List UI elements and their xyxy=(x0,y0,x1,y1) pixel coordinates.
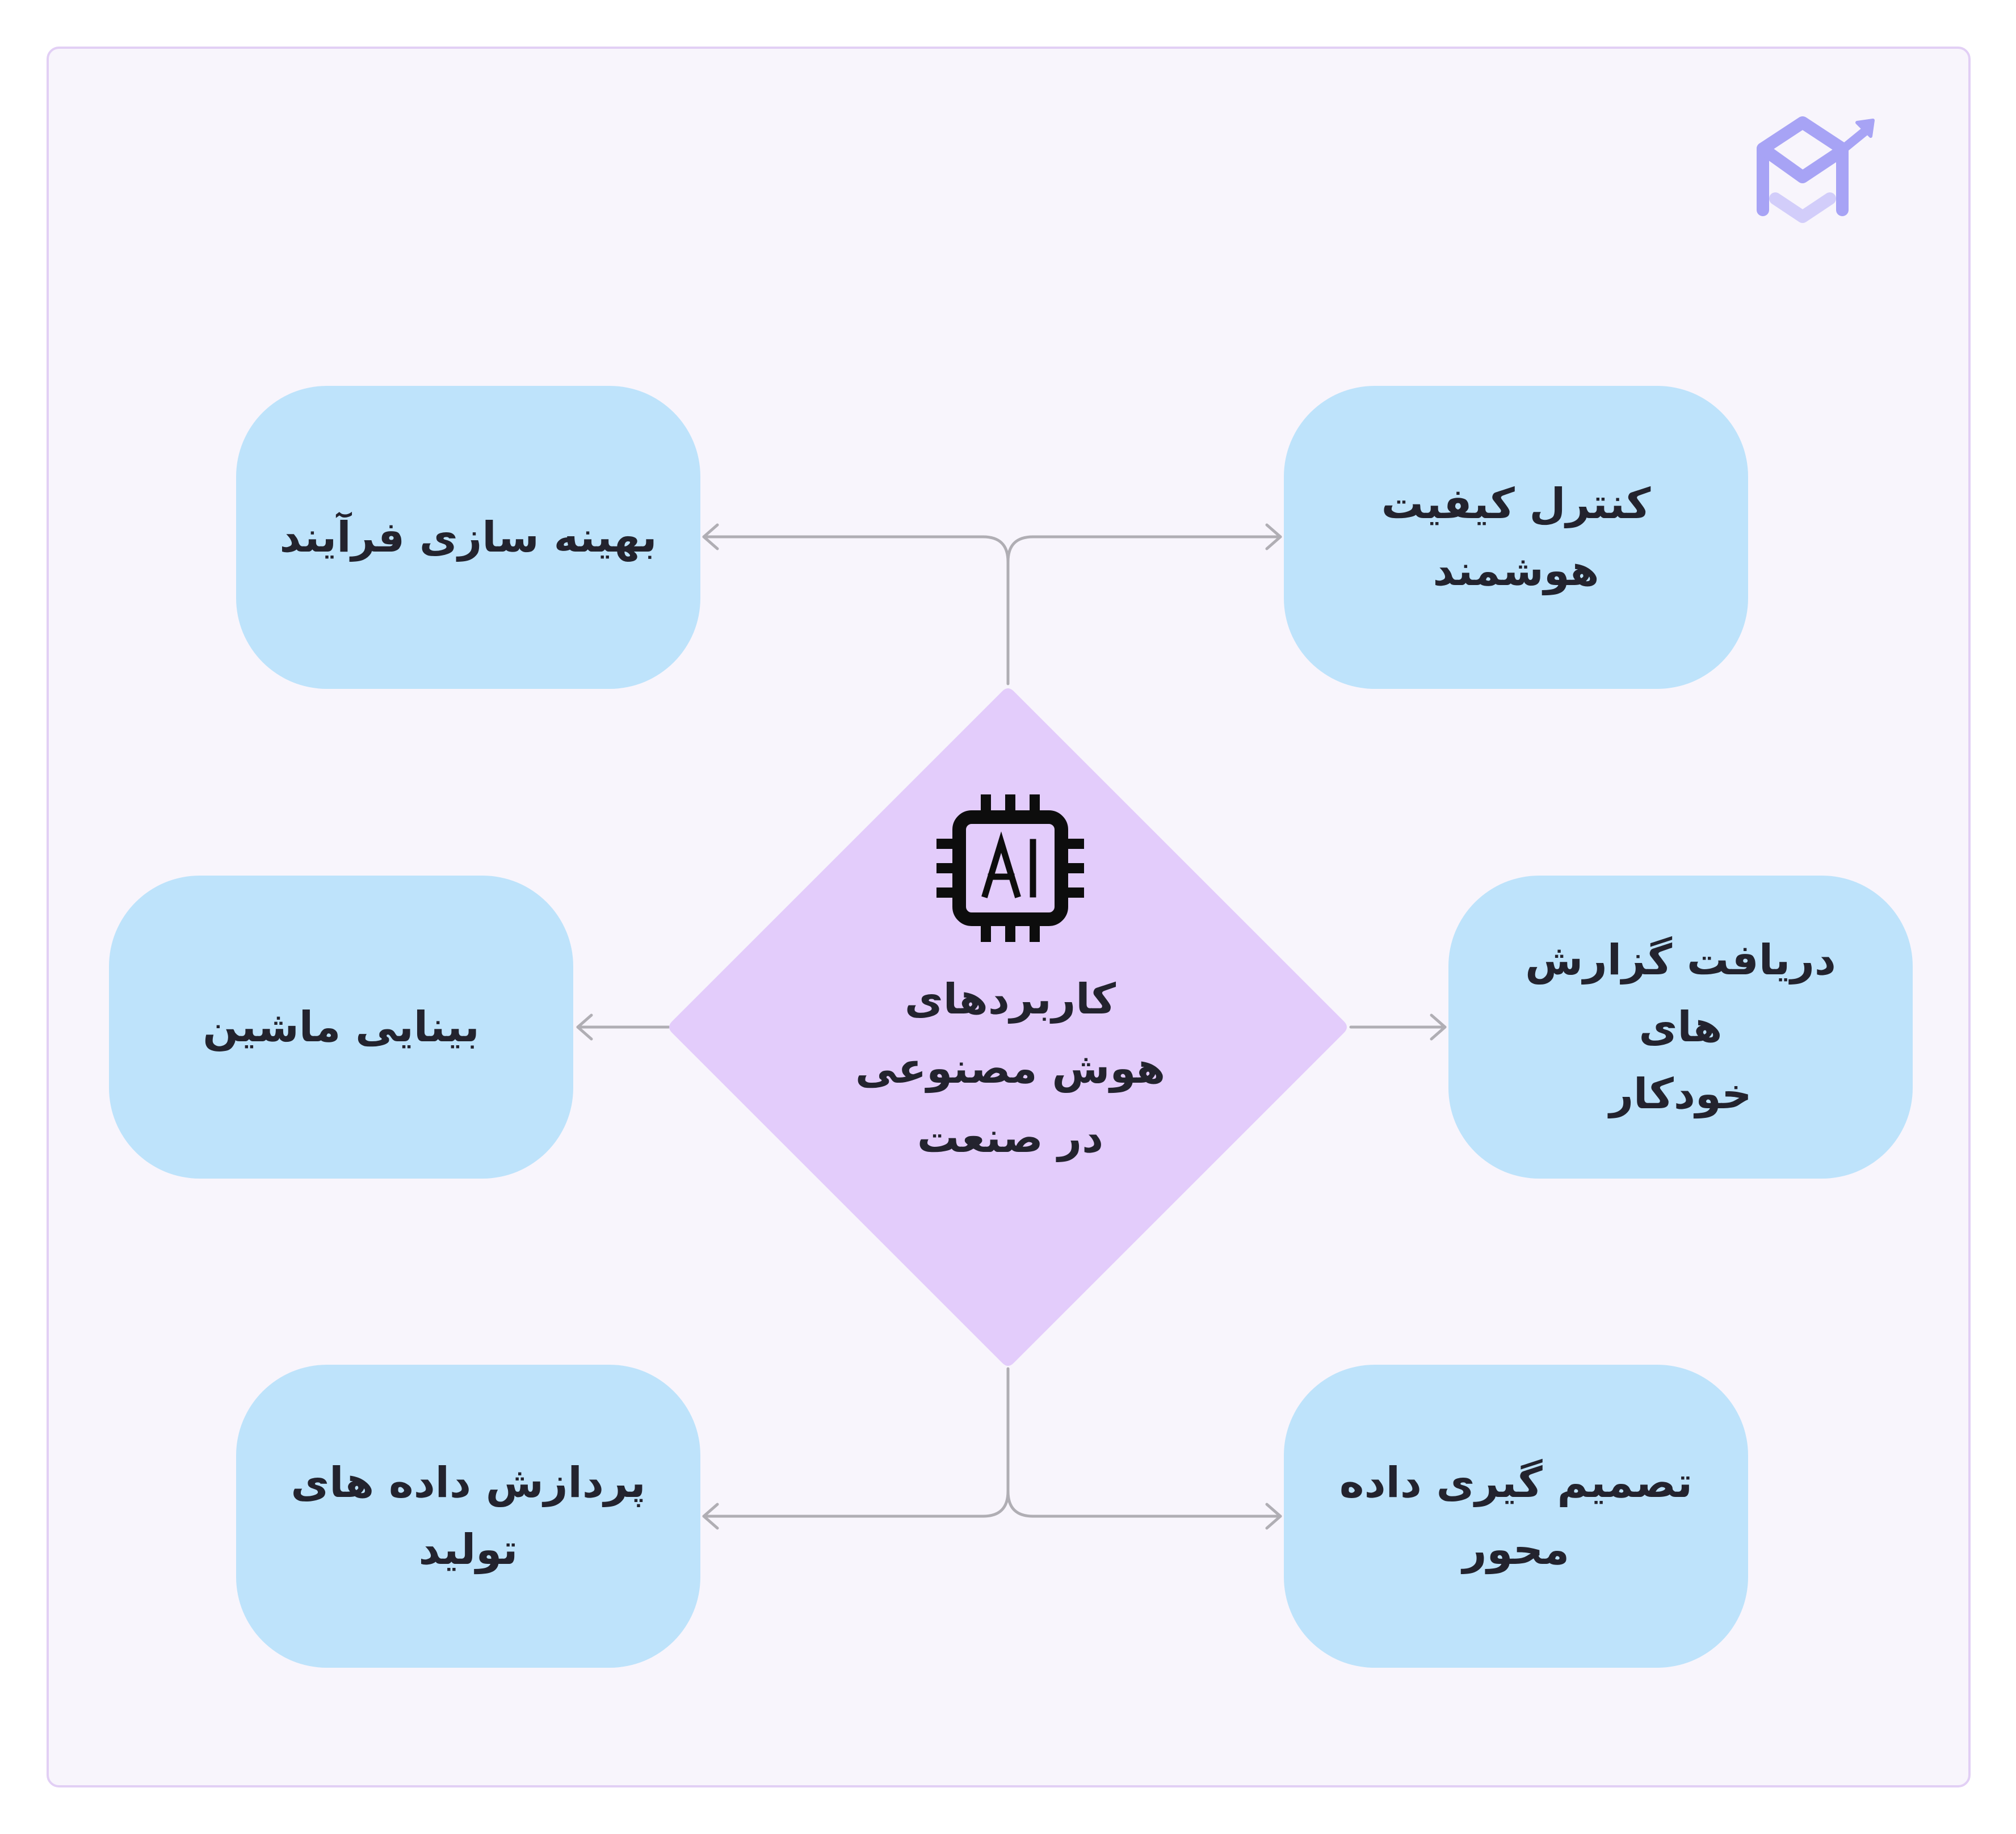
connector-top-left xyxy=(702,535,1010,685)
node-automated-reports: دریافت گزارش های خودکار xyxy=(1448,876,1913,1179)
connector-bottom-right xyxy=(1006,1490,1282,1518)
node-machine-vision: بینایی ماشین xyxy=(109,876,573,1179)
node-data-driven-decisions: تصمیم گیری داده محور xyxy=(1284,1365,1748,1668)
ai-chip-icon xyxy=(936,794,1084,942)
node-label: تصمیم گیری داده محور xyxy=(1339,1458,1693,1574)
node-label: کنترل کیفیت هوشمند xyxy=(1381,479,1651,595)
connector-bottom-left xyxy=(702,1367,1010,1518)
connector-top-right xyxy=(1006,535,1282,563)
node-label: دریافت گزارش های خودکار xyxy=(1525,936,1836,1118)
center-label: کاربردهای هوش مصنوعی در صنعت xyxy=(855,975,1166,1162)
node-label: بهینه سازی فرآیند xyxy=(279,513,657,562)
node-label: پردازش داده های تولید xyxy=(291,1458,646,1574)
node-label: بینایی ماشین xyxy=(203,1003,480,1051)
node-production-data-processing: پردازش داده های تولید xyxy=(236,1365,700,1668)
node-process-optimization: بهینه سازی فرآیند xyxy=(236,386,700,689)
center-topic: کاربردهای هوش مصنوعی در صنعت xyxy=(840,794,1181,1162)
brand-logo xyxy=(1757,116,1875,223)
node-smart-quality-control: کنترل کیفیت هوشمند xyxy=(1284,386,1748,689)
